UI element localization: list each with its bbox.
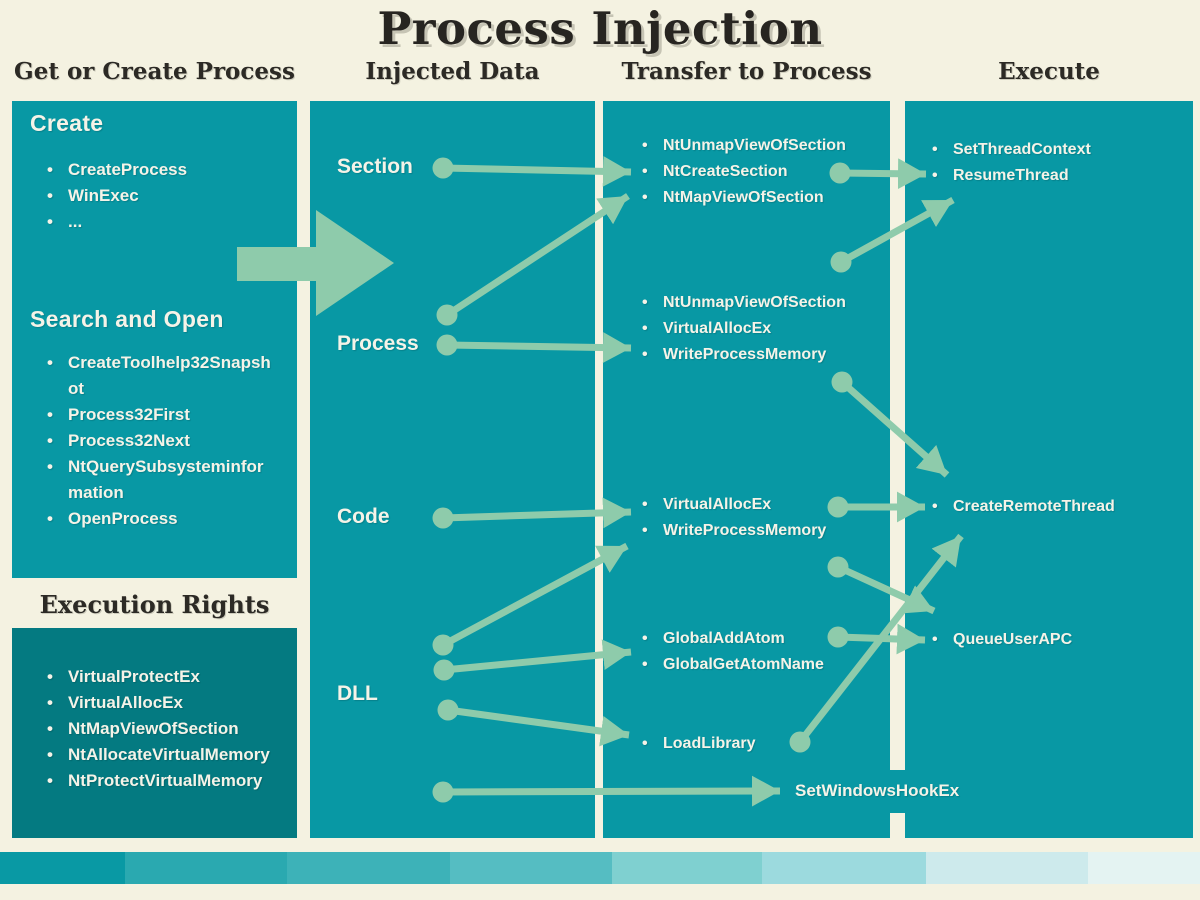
list-item: VirtualAllocEx <box>637 316 877 342</box>
execute-apc-group: QueueUserAPC <box>927 627 1177 653</box>
list-item: SetThreadContext <box>927 137 1177 163</box>
list-item: VirtualAllocEx <box>42 690 297 716</box>
list-item: NtMapViewOfSection <box>637 185 877 211</box>
list-item: VirtualAllocEx <box>637 492 877 518</box>
transfer-code-group: VirtualAllocEx WriteProcessMemory <box>637 492 877 544</box>
column-header-get-or-create: Get or Create Process <box>14 58 295 85</box>
list-item: GlobalAddAtom <box>637 626 877 652</box>
list-item: QueueUserAPC <box>927 627 1177 653</box>
strip-segment <box>762 852 926 884</box>
page-title: Process Injection <box>377 2 823 55</box>
list-item: NtUnmapViewOfSection <box>637 133 877 159</box>
injected-label-process: Process <box>337 332 419 355</box>
search-and-open-heading: Search and Open <box>30 306 224 332</box>
transfer-process-group: NtUnmapViewOfSection VirtualAllocEx Writ… <box>637 290 877 368</box>
column-header-transfer: Transfer to Process <box>621 58 872 85</box>
execution-rights-heading: Execution Rights <box>39 590 270 619</box>
list-item: CreateRemoteThread <box>927 494 1177 520</box>
list-item: NtAllocateVirtualMemory <box>42 742 297 768</box>
transfer-section-group: NtUnmapViewOfSection NtCreateSection NtM… <box>637 133 877 211</box>
search-and-open-list: CreateToolhelp32Snapshot Process32First … <box>42 350 273 532</box>
list-item: WinExec <box>42 183 277 209</box>
list-item: NtCreateSection <box>637 159 877 185</box>
strip-segment <box>926 852 1088 884</box>
execution-rights-list: VirtualProtectEx VirtualAllocEx NtMapVie… <box>42 664 297 794</box>
list-item: Process32First <box>42 402 273 428</box>
execute-remote-group: CreateRemoteThread <box>927 494 1177 520</box>
execute-thread-group: SetThreadContext ResumeThread <box>927 137 1177 189</box>
list-item: Process32Next <box>42 428 273 454</box>
list-item: WriteProcessMemory <box>637 342 877 368</box>
list-item: VirtualProtectEx <box>42 664 297 690</box>
list-item: NtMapViewOfSection <box>42 716 297 742</box>
injected-label-code: Code <box>337 505 390 528</box>
create-list: CreateProcess WinExec ... <box>42 157 277 235</box>
gutter-patch <box>885 770 910 813</box>
transfer-panel <box>603 101 890 838</box>
strip-segment <box>1088 852 1200 884</box>
injected-data-panel <box>310 101 595 838</box>
strip-segment <box>0 852 125 884</box>
list-item: CreateToolhelp32Snapshot <box>42 350 273 402</box>
transfer-dll-group: LoadLibrary <box>637 731 877 757</box>
list-item: LoadLibrary <box>637 731 877 757</box>
injected-label-section: Section <box>337 155 413 178</box>
bottom-strip <box>0 852 1200 884</box>
list-item: NtProtectVirtualMemory <box>42 768 297 794</box>
strip-segment <box>125 852 287 884</box>
list-item: NtUnmapViewOfSection <box>637 290 877 316</box>
list-item: NtQuerySubsysteminformation <box>42 454 273 506</box>
list-item: CreateProcess <box>42 157 277 183</box>
strip-segment <box>612 852 762 884</box>
strip-segment <box>450 852 612 884</box>
list-item: ... <box>42 209 277 235</box>
column-header-execute: Execute <box>998 58 1100 85</box>
list-item: ResumeThread <box>927 163 1177 189</box>
injected-label-dll: DLL <box>337 682 378 705</box>
create-heading: Create <box>30 110 104 136</box>
list-item: WriteProcessMemory <box>637 518 877 544</box>
list-item: OpenProcess <box>42 506 273 532</box>
execute-panel <box>905 101 1193 838</box>
column-header-injected-data: Injected Data <box>365 58 540 85</box>
setwindowshookex-label: SetWindowsHookEx <box>795 781 960 800</box>
list-item: GlobalGetAtomName <box>637 652 877 678</box>
strip-segment <box>287 852 450 884</box>
transfer-atom-group: GlobalAddAtom GlobalGetAtomName <box>637 626 877 678</box>
